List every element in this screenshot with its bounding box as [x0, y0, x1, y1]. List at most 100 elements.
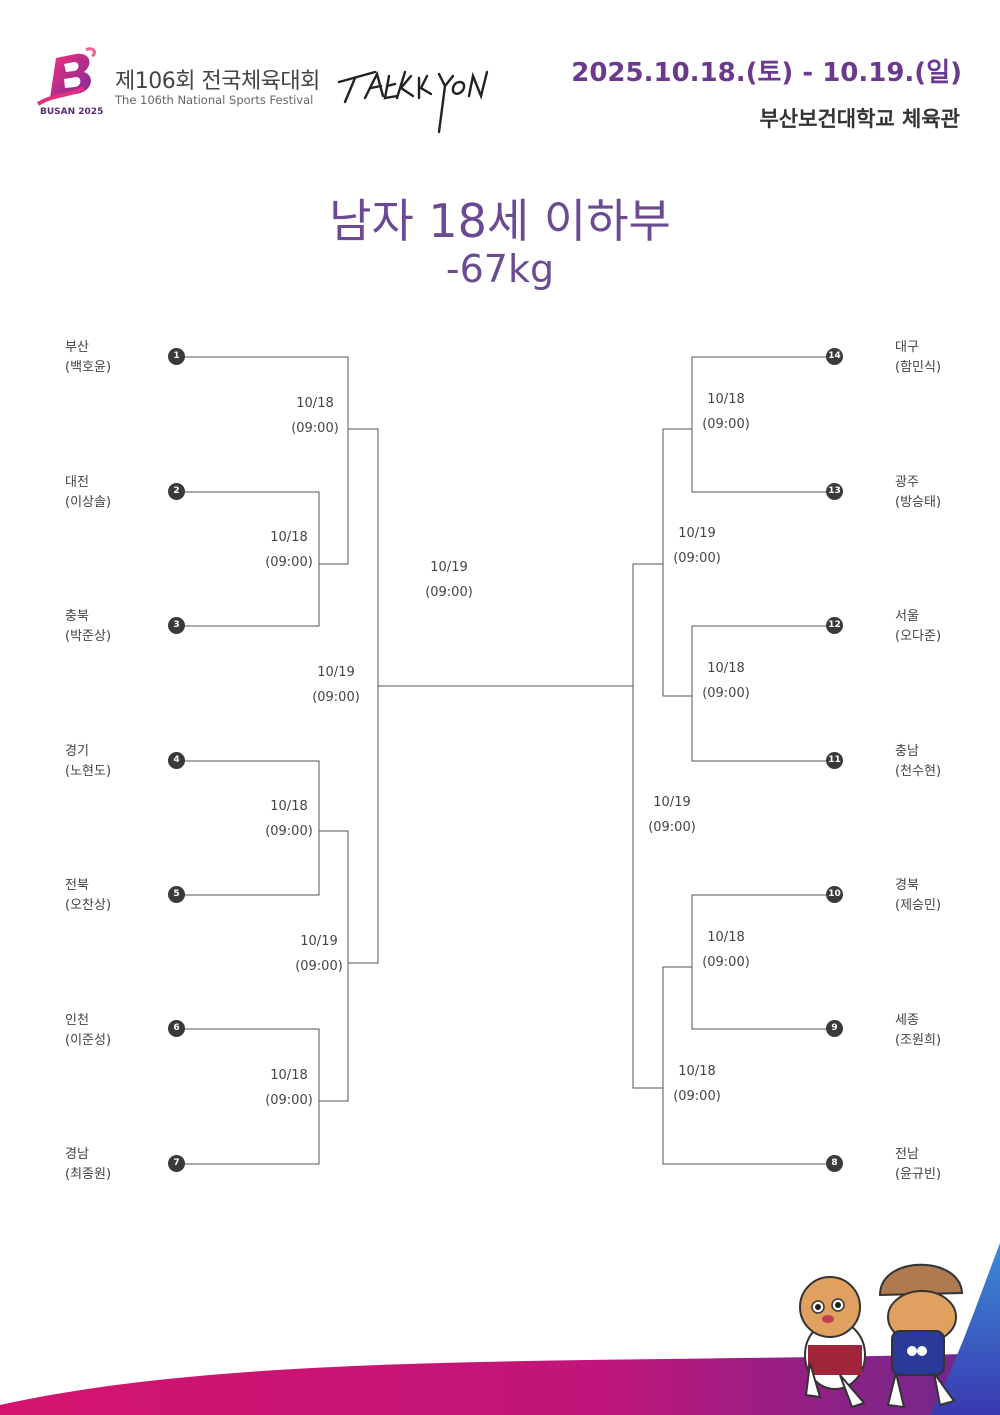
match-schedule: 10/18 (09:00)	[691, 925, 761, 975]
match-date: 10/18	[678, 1064, 716, 1079]
player-region: 광주	[895, 475, 919, 490]
match-time: (09:00)	[291, 421, 339, 436]
match-time: (09:00)	[702, 686, 750, 701]
seed-badge-8: 8	[826, 1155, 843, 1172]
seed-badge-5: 5	[168, 886, 185, 903]
player-name: (박준상)	[65, 629, 112, 644]
player-entry: 대전 (이상솔)	[65, 473, 111, 513]
player-name: (윤규빈)	[895, 1167, 942, 1182]
match-date: 10/18	[270, 1068, 308, 1083]
match-schedule: 10/19 (09:00)	[284, 929, 354, 979]
match-date: 10/18	[270, 799, 308, 814]
player-name: (백호윤)	[65, 360, 112, 375]
seed-badge-3: 3	[168, 617, 185, 634]
player-entry: 서울 (오다준)	[895, 607, 941, 647]
player-name: (제승민)	[895, 898, 942, 913]
match-time: (09:00)	[265, 1093, 313, 1108]
right-bracket-lines	[632, 356, 835, 1165]
player-name: (오찬상)	[65, 898, 112, 913]
match-schedule: 10/18 (09:00)	[254, 525, 324, 575]
player-region: 경북	[895, 878, 919, 893]
player-region: 경기	[65, 744, 89, 759]
division-title: 남자 18세 이하부	[329, 194, 671, 248]
seed-badge-9: 9	[826, 1020, 843, 1037]
seed-badge-2: 2	[168, 483, 185, 500]
match-time: (09:00)	[312, 690, 360, 705]
player-region: 서울	[895, 609, 919, 624]
seed-badge-4: 4	[168, 752, 185, 769]
match-schedule: 10/19 (09:00)	[637, 790, 707, 840]
player-name: (방승태)	[895, 495, 942, 510]
match-date: 10/18	[270, 530, 308, 545]
match-time: (09:00)	[648, 820, 696, 835]
match-schedule: 10/19 (09:00)	[301, 660, 371, 710]
match-schedule: 10/18 (09:00)	[691, 387, 761, 437]
match-time: (09:00)	[265, 824, 313, 839]
event-venue: 부산보건대학교 체육관	[759, 107, 960, 131]
player-name: (조원희)	[895, 1033, 942, 1048]
match-date: 10/19	[317, 665, 355, 680]
seed-badge-11: 11	[826, 752, 843, 769]
match-schedule: 10/18 (09:00)	[691, 656, 761, 706]
seed-badge-12: 12	[826, 617, 843, 634]
player-region: 충남	[895, 744, 919, 759]
seed-badge-13: 13	[826, 483, 843, 500]
left-bracket-lines	[177, 356, 379, 1165]
match-time: (09:00)	[265, 555, 313, 570]
taekwondo-calligraphy-logo	[335, 62, 490, 134]
match-schedule: 10/18 (09:00)	[662, 1059, 732, 1109]
match-date: 10/19	[678, 526, 716, 541]
player-entry: 경기 (노현도)	[65, 742, 111, 782]
logo-year-text: BUSAN 2025	[40, 107, 104, 117]
player-name: (이상솔)	[65, 495, 112, 510]
busan-2025-logo	[34, 46, 104, 108]
player-name: (노현도)	[65, 764, 112, 779]
player-entry: 충남 (천수현)	[895, 742, 941, 782]
mascot-right	[878, 1263, 964, 1409]
match-date: 10/18	[707, 930, 745, 945]
player-region: 경남	[65, 1147, 89, 1162]
match-date: 10/19	[300, 934, 338, 949]
player-name: (함민식)	[895, 360, 942, 375]
event-date: 2025.10.18.(토) - 10.19.(일)	[571, 58, 962, 88]
player-entry: 세종 (조원희)	[895, 1011, 941, 1051]
match-time: (09:00)	[673, 551, 721, 566]
match-time: (09:00)	[295, 959, 343, 974]
player-region: 대전	[65, 475, 89, 490]
festival-title-english: The 106th National Sports Festival	[115, 93, 314, 107]
player-entry: 부산 (백호윤)	[65, 338, 111, 378]
player-entry: 충북 (박준상)	[65, 607, 111, 647]
player-name: (이준성)	[65, 1033, 112, 1048]
festival-title-korean: 제106회 전국체육대회	[115, 69, 320, 94]
match-schedule: 10/19 (09:00)	[662, 521, 732, 571]
match-schedule: 10/18 (09:00)	[254, 1063, 324, 1113]
seed-badge-1: 1	[168, 348, 185, 365]
match-date: 10/18	[707, 392, 745, 407]
seed-badge-6: 6	[168, 1020, 185, 1037]
player-region: 충북	[65, 609, 89, 624]
match-time: (09:00)	[425, 585, 473, 600]
match-schedule: 10/18 (09:00)	[254, 794, 324, 844]
player-entry: 전북 (오찬상)	[65, 876, 111, 916]
seed-badge-7: 7	[168, 1155, 185, 1172]
player-name: (최종원)	[65, 1167, 112, 1182]
player-entry: 대구 (함민식)	[895, 338, 941, 378]
player-entry: 인천 (이준성)	[65, 1011, 111, 1051]
final-match-schedule: 10/19 (09:00)	[414, 555, 484, 605]
match-date: 10/18	[296, 396, 334, 411]
player-region: 부산	[65, 340, 89, 355]
player-region: 세종	[895, 1013, 919, 1028]
footer-decoration	[0, 1243, 1000, 1415]
player-region: 전북	[65, 878, 89, 893]
seed-badge-10: 10	[826, 886, 843, 903]
match-time: (09:00)	[702, 417, 750, 432]
player-name: (천수현)	[895, 764, 942, 779]
seed-badge-14: 14	[826, 348, 843, 365]
player-region: 인천	[65, 1013, 89, 1028]
player-name: (오다준)	[895, 629, 942, 644]
match-time: (09:00)	[673, 1089, 721, 1104]
match-date: 10/19	[653, 795, 691, 810]
player-entry: 광주 (방승태)	[895, 473, 941, 513]
player-entry: 경남 (최종원)	[65, 1145, 111, 1185]
